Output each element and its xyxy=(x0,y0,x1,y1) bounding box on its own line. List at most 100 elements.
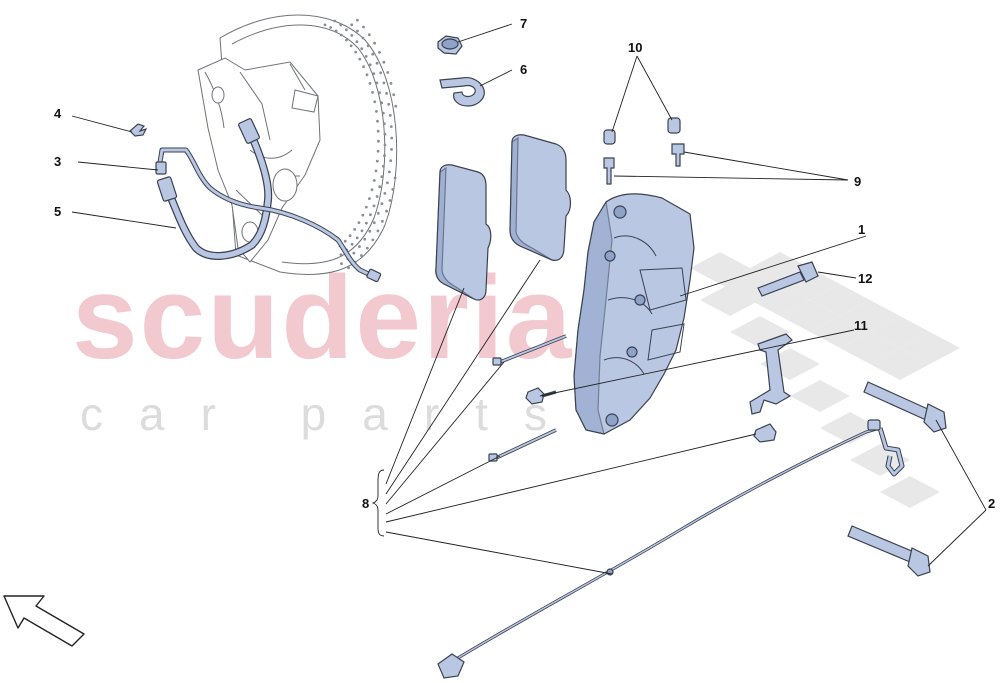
leader-lines xyxy=(71,23,987,575)
disc-hole xyxy=(363,237,367,241)
disc-hole xyxy=(358,57,362,61)
disc-hole xyxy=(350,242,354,246)
disc-hole xyxy=(339,33,343,37)
disc-hole xyxy=(375,195,379,198)
disc-hole xyxy=(345,38,348,42)
callout-10: 10 xyxy=(628,40,642,55)
disc-hole xyxy=(389,82,393,85)
disc-hole xyxy=(368,82,372,85)
callout-7: 7 xyxy=(520,16,527,31)
disc-hole xyxy=(364,205,368,209)
disc-hole xyxy=(383,122,386,126)
disc-hole xyxy=(376,119,379,123)
disc-hole xyxy=(382,164,385,168)
callout-12: 12 xyxy=(858,271,872,286)
disc-hole xyxy=(394,104,398,108)
brake-caliper xyxy=(573,193,695,435)
disc-hole xyxy=(372,72,376,75)
disc-hole xyxy=(365,73,369,77)
disc-hole xyxy=(372,204,376,208)
disc-hole xyxy=(388,199,392,202)
disc-hole xyxy=(375,81,379,85)
disc-hole xyxy=(388,170,391,174)
arrow-up-left-icon xyxy=(3,595,85,647)
disc-hole xyxy=(378,51,381,54)
disc-hole xyxy=(381,111,385,115)
disc-hole xyxy=(380,175,384,179)
disc-hole xyxy=(375,159,379,163)
pad-spring xyxy=(749,333,793,443)
disc-hole xyxy=(365,246,369,250)
disc-hole xyxy=(360,47,364,51)
disc-hole xyxy=(350,23,354,27)
watermark-sub: car parts xyxy=(80,388,583,440)
callout-6: 6 xyxy=(520,62,527,77)
disc-hole xyxy=(367,33,371,37)
disc-hole xyxy=(339,253,343,257)
disc-hole xyxy=(375,61,379,65)
callout-3: 3 xyxy=(54,154,61,169)
disc-hole xyxy=(383,132,387,136)
disc-hole xyxy=(371,91,374,94)
disc-hole xyxy=(366,44,370,48)
callout-11: 11 xyxy=(854,318,868,333)
disc-hole xyxy=(377,139,380,143)
disc-hole xyxy=(391,188,395,191)
callout-labels: 1 2 3 4 5 7 6 8 9 10 11 12 xyxy=(54,16,995,511)
disc-hole xyxy=(368,229,372,233)
disc-hole xyxy=(374,169,378,173)
nut-part xyxy=(437,35,463,55)
disc-hole xyxy=(371,238,375,242)
disc-hole xyxy=(381,219,384,223)
disc-hole xyxy=(376,149,380,153)
clip-part xyxy=(129,123,148,137)
disc-hole xyxy=(376,212,380,215)
disc-hole xyxy=(390,148,393,151)
disc-hole xyxy=(348,234,352,238)
caliper-bolts xyxy=(847,381,947,577)
disc-hole xyxy=(356,18,359,22)
disc-hole xyxy=(386,181,389,185)
disc-hole xyxy=(355,236,359,240)
disc-hole xyxy=(392,93,396,97)
disc-hole xyxy=(388,114,392,117)
disc-hole xyxy=(353,228,356,231)
disc-hole xyxy=(349,44,353,48)
disc-hole xyxy=(383,143,387,147)
pad-pins xyxy=(488,334,567,462)
disc-hole xyxy=(373,41,376,45)
disc-hole xyxy=(347,266,350,270)
disc-hole xyxy=(350,34,354,37)
disc-hole xyxy=(386,71,390,74)
bleed-valve-parts xyxy=(603,117,685,185)
disc-hole xyxy=(380,101,384,105)
callout-8: 8 xyxy=(362,496,369,511)
callout-4: 4 xyxy=(54,106,62,121)
disc-hole xyxy=(361,36,365,40)
watermark-checker xyxy=(690,252,960,508)
disc-hole xyxy=(345,28,348,32)
disc-hole xyxy=(383,154,386,158)
bracket-clip-part xyxy=(439,77,485,107)
disc-hole xyxy=(343,239,347,243)
callout-9: 9 xyxy=(854,174,861,189)
disc-hole xyxy=(387,102,391,106)
disc-hole xyxy=(354,50,358,54)
disc-hole xyxy=(372,221,376,225)
bolt-part-12 xyxy=(757,261,819,297)
disc-hole xyxy=(376,129,380,133)
disc-hole xyxy=(356,29,359,33)
disc-hole xyxy=(369,213,372,217)
disc-hole xyxy=(380,202,384,206)
brake-pipe xyxy=(155,147,382,283)
disc-hole xyxy=(355,40,359,44)
wear-sensor xyxy=(437,419,905,679)
disc-hole xyxy=(389,125,393,128)
disc-hole xyxy=(382,81,386,85)
disc-hole xyxy=(382,60,386,64)
disc-hole xyxy=(378,91,381,95)
disc-hole xyxy=(362,25,365,29)
disc-hole xyxy=(334,29,338,33)
